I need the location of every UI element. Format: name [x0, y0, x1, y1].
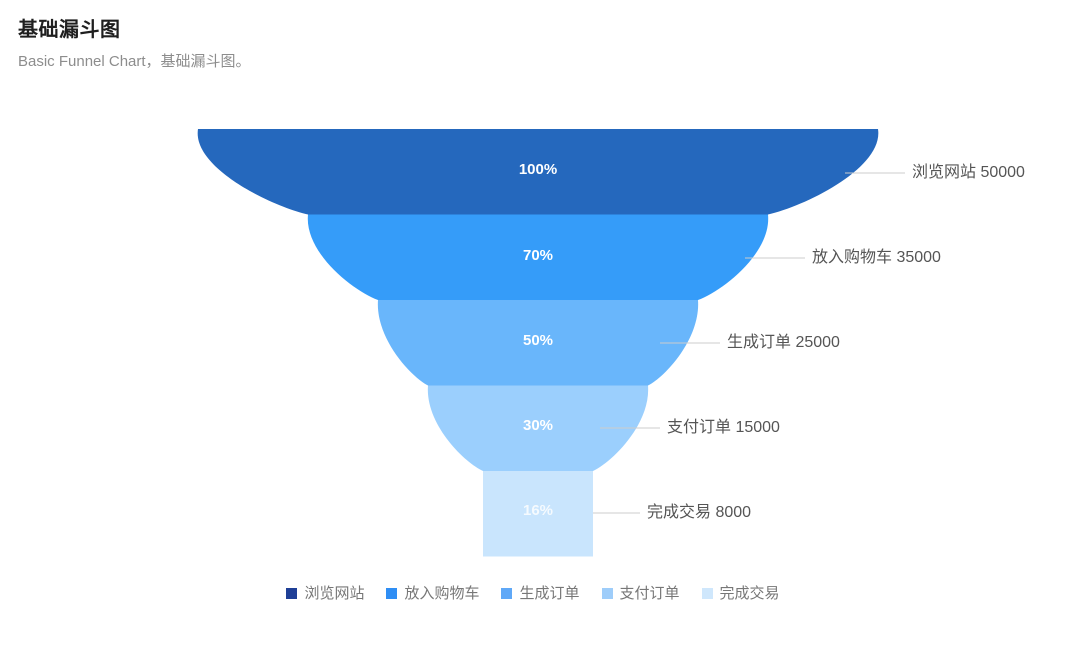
funnel-svg: 100% 70% 50% 30% 16% [197, 129, 1025, 557]
legend-item-label: 支付订单 [619, 585, 680, 602]
legend-swatch-icon [286, 588, 298, 599]
legend-item-label: 浏览网站 [304, 585, 365, 602]
funnel-outer-label-1: 浏览网站 50000 [912, 163, 1025, 181]
page-title: 基础漏斗图 [18, 19, 121, 41]
funnel-band-5[interactable]: 16% [483, 471, 593, 557]
legend-item-label: 放入购物车 [404, 585, 480, 602]
legend-swatch-icon [386, 588, 398, 599]
funnel-percent-label-2: 70% [523, 247, 553, 264]
page-header: 基础漏斗图 Basic Funnel Chart，基础漏斗图。 [18, 18, 1018, 72]
legend-item-3[interactable]: 生成订单 [501, 585, 580, 602]
funnel-percent-label-1: 100% [519, 161, 557, 178]
legend-item-4[interactable]: 支付订单 [601, 585, 680, 602]
funnel-band-1[interactable]: 100% [197, 129, 879, 215]
funnel-percent-label-4: 30% [523, 417, 553, 434]
legend-swatch-icon [701, 588, 713, 599]
funnel-band-shape-4[interactable] [427, 385, 649, 472]
legend-item-label: 完成交易 [719, 585, 780, 602]
page-subtitle: Basic Funnel Chart，基础漏斗图。 [18, 53, 251, 70]
chart-legend[interactable]: 浏览网站 放入购物车 生成订单 支付订单 完成交易 [0, 586, 1066, 601]
funnel-outer-labels: 浏览网站 50000 放入购物车 35000 生成订单 25000 支付订单 1… [647, 163, 1025, 521]
funnel-chart-canvas[interactable]: 100% 70% 50% 30% 16% [0, 96, 1066, 661]
legend-swatch-icon [601, 588, 613, 599]
funnel-outer-label-5: 完成交易 8000 [647, 503, 751, 521]
funnel-band-shape-1[interactable] [197, 129, 879, 215]
funnel-band-shape-5[interactable] [483, 471, 593, 557]
funnel-outer-label-4: 支付订单 15000 [667, 418, 780, 436]
legend-item-2[interactable]: 放入购物车 [386, 586, 479, 601]
funnel-outer-label-3: 生成订单 25000 [727, 333, 840, 351]
funnel-band-2[interactable]: 70% [307, 214, 769, 301]
funnel-band-3[interactable]: 50% [377, 300, 699, 386]
legend-swatch-icon [501, 588, 513, 599]
funnel-leader-lines [593, 172, 905, 514]
funnel-band-shape-2[interactable] [307, 214, 769, 301]
legend-item-5[interactable]: 完成交易 [701, 585, 780, 602]
funnel-band-shape-3[interactable] [377, 300, 699, 386]
funnel-band-4[interactable]: 30% [427, 385, 649, 472]
funnel-percent-label-3: 50% [523, 332, 553, 349]
funnel-outer-label-2: 放入购物车 35000 [812, 248, 941, 266]
legend-item-1[interactable]: 浏览网站 [286, 586, 364, 601]
funnel-percent-label-5: 16% [523, 502, 553, 519]
legend-item-label: 生成订单 [519, 585, 580, 602]
